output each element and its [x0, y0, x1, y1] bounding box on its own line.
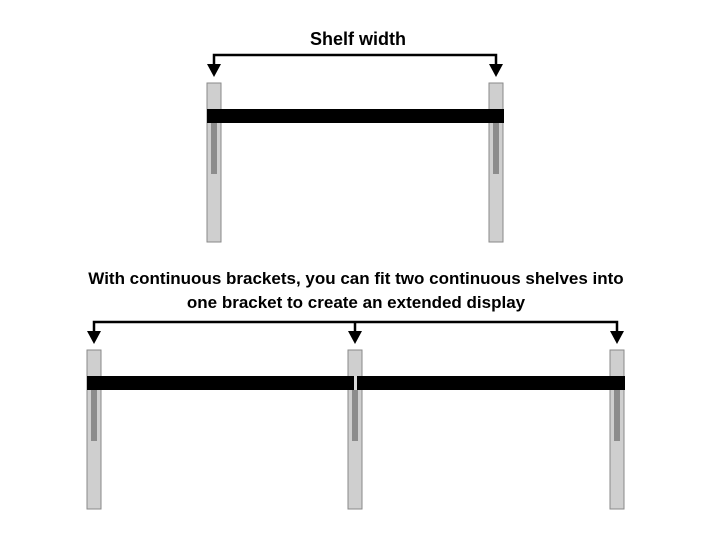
single-shelf-diagram: Shelf width [206, 29, 504, 243]
upright-slot [91, 389, 97, 441]
continuous-width-arrow [87, 320, 624, 344]
continuous-brackets-caption-line1: With continuous brackets, you can fit tw… [88, 269, 623, 288]
upright-slot [614, 389, 620, 441]
shelf-width-arrow [207, 53, 503, 77]
upright-right [488, 82, 504, 243]
shelf-joint-gap [354, 376, 357, 390]
shelf-width-arrowhead-left [207, 64, 221, 77]
shelf-left [87, 376, 354, 390]
upright-slot [493, 122, 499, 174]
continuous-shelves-diagram: With continuous brackets, you can fit tw… [86, 269, 625, 510]
shelf-width-label: Shelf width [310, 29, 406, 49]
continuous-upright-left [86, 349, 102, 510]
shelf-width-arrowhead-right [489, 64, 503, 77]
upright-slot [211, 122, 217, 174]
continuous-arrowhead-right [610, 331, 624, 344]
shelf-width-arrow-line [212, 53, 498, 66]
continuous-brackets-caption-line2: one bracket to create an extended displa… [187, 293, 526, 312]
continuous-upright-right [609, 349, 625, 510]
upright-left [206, 82, 222, 243]
continuous-upright-center [347, 349, 363, 510]
continuous-arrowhead-left [87, 331, 101, 344]
shelf-right [357, 376, 625, 390]
continuous-arrowhead-center [348, 331, 362, 344]
upright-slot [352, 389, 358, 441]
shelf [207, 109, 504, 123]
